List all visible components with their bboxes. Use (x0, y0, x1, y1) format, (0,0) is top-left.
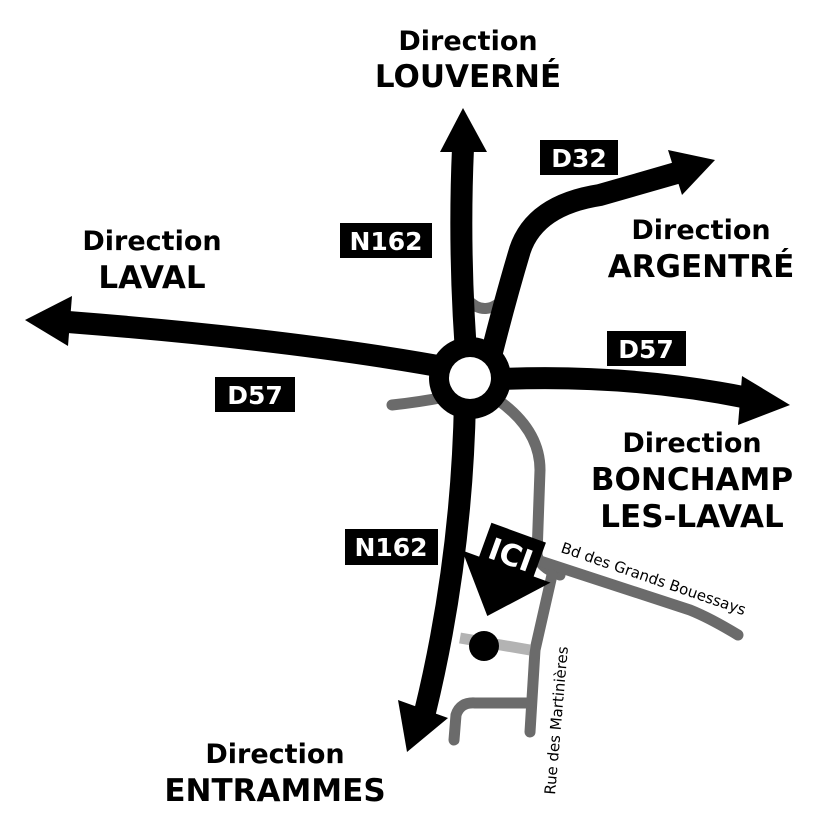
svg-text:LOUVERNÉ: LOUVERNÉ (375, 59, 561, 95)
direction-northeast: Direction ARGENTRÉ (608, 215, 795, 285)
badge-d57-west: D57 (215, 377, 295, 412)
svg-text:ARGENTRÉ: ARGENTRÉ (608, 249, 795, 285)
badge-d57-east: D57 (607, 331, 686, 366)
svg-text:Direction: Direction (631, 215, 770, 246)
svg-text:ENTRAMMES: ENTRAMMES (164, 773, 385, 809)
n162-south-road (414, 399, 476, 715)
arrowhead-north (440, 108, 487, 152)
ici-marker: ICI (462, 522, 551, 616)
direction-east: Direction BONCHAMP LES-LAVAL (591, 428, 793, 535)
street-label-rue: Rue des Martinières (541, 645, 572, 795)
svg-text:LAVAL: LAVAL (98, 260, 205, 296)
destination-dot (469, 631, 499, 661)
svg-text:Direction: Direction (205, 739, 344, 770)
svg-text:BONCHAMP: BONCHAMP (591, 462, 793, 498)
ici-arrow-icon (462, 550, 551, 616)
roundabout-center (449, 357, 491, 399)
svg-text:D57: D57 (618, 335, 674, 364)
svg-text:Direction: Direction (398, 26, 537, 57)
svg-text:Direction: Direction (622, 428, 761, 459)
badge-n162-north: N162 (340, 223, 432, 258)
svg-text:D57: D57 (227, 381, 283, 410)
d57-west-road (67, 311, 463, 381)
badge-n162-south: N162 (345, 529, 438, 565)
local-road-loop (448, 697, 536, 746)
svg-text:Direction: Direction (82, 226, 221, 257)
d57-east-road (479, 367, 751, 409)
badge-d32: D32 (540, 140, 618, 175)
d32-road (479, 161, 684, 363)
arrowhead-d32 (668, 150, 715, 195)
direction-north: Direction LOUVERNÉ (375, 26, 561, 95)
svg-text:D32: D32 (551, 144, 607, 173)
svg-text:N162: N162 (354, 533, 427, 562)
direction-west: Direction LAVAL (82, 226, 221, 296)
svg-text:N162: N162 (349, 227, 422, 256)
arrowhead-west (25, 296, 72, 346)
arrowhead-south (398, 700, 448, 752)
boulevard-grands-bouessays (531, 554, 744, 641)
svg-text:LES-LAVAL: LES-LAVAL (600, 499, 783, 535)
direction-south: Direction ENTRAMMES (164, 739, 385, 809)
arrowhead-east (738, 376, 790, 425)
